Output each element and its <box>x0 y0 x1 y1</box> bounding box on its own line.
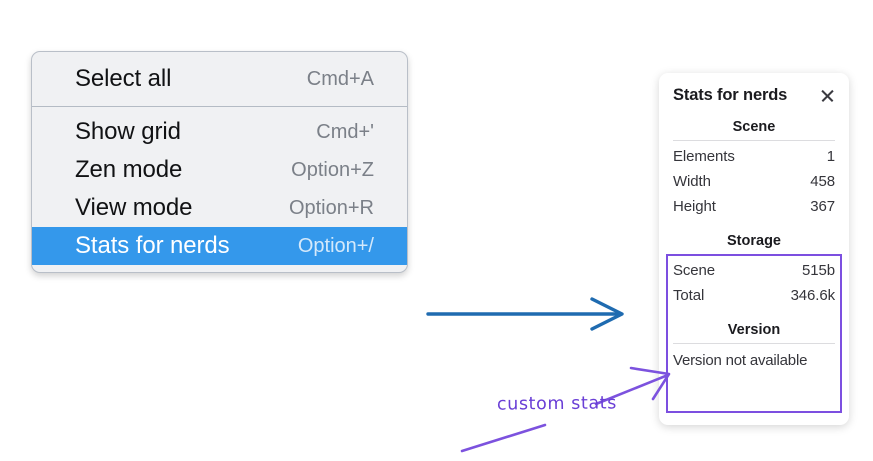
menu-item-label: Show grid <box>75 118 181 145</box>
stats-row-value: 367 <box>810 198 835 215</box>
blue-arrow <box>426 297 624 331</box>
stats-divider <box>673 254 835 255</box>
menu-item-select-all[interactable]: Select all Cmd+A <box>32 60 407 98</box>
menu-separator <box>32 106 407 107</box>
stats-row-value: 1 <box>826 148 835 165</box>
stats-row-value: 515b <box>802 262 835 279</box>
stats-row-label: Scene <box>673 262 716 279</box>
menu-item-stats-for-nerds[interactable]: Stats for nerds Option+/ <box>32 227 407 265</box>
menu-item-shortcut: Cmd+A <box>306 67 374 90</box>
menu-section-1: Select all Cmd+A <box>32 52 407 106</box>
close-icon[interactable] <box>819 87 836 104</box>
stats-panel-title: Stats for nerds <box>673 86 788 104</box>
stats-section-title-version: Version <box>727 322 781 338</box>
menu-item-label: View mode <box>75 194 193 221</box>
menu-item-label: Stats for nerds <box>75 232 230 259</box>
canvas-context-menu[interactable]: Select all Cmd+A Show grid Cmd+' Zen mod… <box>31 51 408 273</box>
stats-row-storage-scene: Scene 515b <box>673 258 835 283</box>
stats-row-label: Height <box>673 198 716 215</box>
stats-panel-body: Scene Elements 1 Width 458 Height 367 St… <box>659 105 849 373</box>
purple-underline-stroke <box>460 423 547 453</box>
stats-row-height: Height 367 <box>673 194 835 219</box>
menu-item-zen-mode[interactable]: Zen mode Option+Z <box>32 151 407 189</box>
stats-divider <box>673 343 835 344</box>
stats-version-note: Version not available <box>673 352 808 369</box>
stats-divider <box>673 140 835 141</box>
stats-row-value: 346.6k <box>790 287 836 304</box>
menu-item-shortcut: Option+/ <box>297 234 374 257</box>
stats-row-label: Total <box>673 287 705 304</box>
stats-panel-titlebar: Stats for nerds <box>659 73 849 105</box>
stats-row-elements: Elements 1 <box>673 144 835 169</box>
annotation-label: custom stats <box>496 393 617 415</box>
stats-section-title-storage: Storage <box>727 233 781 249</box>
stats-row-label: Elements <box>673 148 735 165</box>
stats-row-label: Width <box>673 173 711 190</box>
stats-row-storage-total: Total 346.6k <box>673 283 835 308</box>
stats-section-title-scene: Scene <box>732 119 776 135</box>
menu-item-view-mode[interactable]: View mode Option+R <box>32 189 407 227</box>
stats-row-value: 458 <box>810 173 835 190</box>
menu-item-shortcut: Option+R <box>288 196 374 219</box>
menu-item-show-grid[interactable]: Show grid Cmd+' <box>32 113 407 151</box>
menu-item-label: Zen mode <box>75 156 183 183</box>
stats-row-width: Width 458 <box>673 169 835 194</box>
menu-item-label: Select all <box>75 65 172 92</box>
menu-item-shortcut: Cmd+' <box>316 120 374 143</box>
menu-item-shortcut: Option+Z <box>291 158 374 181</box>
menu-section-2: Show grid Cmd+' Zen mode Option+Z View m… <box>32 107 407 272</box>
stats-for-nerds-panel[interactable]: Stats for nerds Scene Elements 1 Width 4… <box>659 73 849 425</box>
